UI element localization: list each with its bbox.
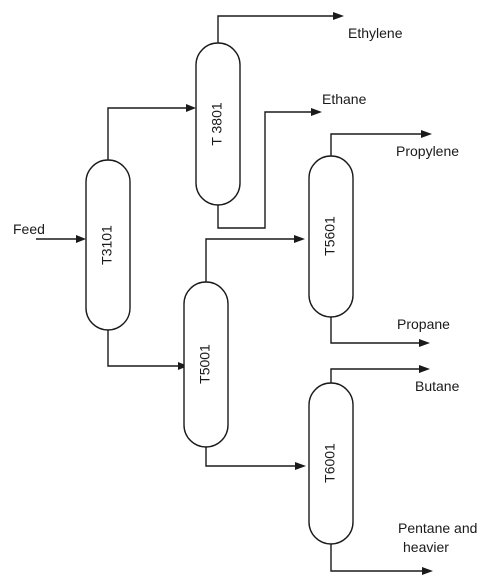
column-t3101: T3101 (85, 159, 131, 331)
propane-arrow (419, 339, 430, 347)
ethylene-arrow (333, 12, 344, 20)
t3101-overhead-arrow (186, 104, 196, 112)
feed-label: Feed (13, 221, 45, 237)
column-t3101-label: T3101 (99, 225, 115, 265)
propylene-arrow (421, 130, 432, 138)
butane-arrow (419, 365, 430, 373)
pentane-heavier-arrow (422, 567, 433, 575)
t5001-bottoms-arrow (295, 462, 306, 470)
column-t5601: T5601 (308, 155, 354, 318)
ethylene-line (217, 15, 334, 45)
column-t5001-label: T5001 (197, 344, 213, 384)
feed-arrow (76, 235, 86, 243)
butane-line (330, 368, 420, 385)
t3101-bottoms-line (107, 328, 179, 367)
column-t5601-label: T5601 (322, 216, 338, 256)
propane-line (330, 315, 420, 344)
propylene-line (330, 133, 422, 158)
pentane-heavier-line (330, 542, 423, 572)
t5001-overhead-line (205, 238, 295, 284)
ethane-arrow (311, 108, 322, 116)
column-t3801: T 3801 (195, 42, 241, 206)
t3101-overhead-line (107, 107, 187, 162)
t5001-bottoms-line (205, 445, 296, 467)
pentane-heavier-label-line2: heavier (403, 539, 449, 555)
column-t5001: T5001 (183, 281, 229, 448)
column-t3801-label: T 3801 (209, 102, 225, 146)
propane-label: Propane (397, 316, 450, 332)
column-t6001-label: T6001 (322, 443, 338, 483)
propylene-label: Propylene (396, 143, 459, 159)
ethane-label: Ethane (322, 91, 367, 107)
t5001-overhead-arrow (294, 235, 305, 243)
butane-label: Butane (415, 378, 460, 394)
ethylene-label: Ethylene (348, 25, 403, 41)
ethane-line (217, 111, 312, 229)
pentane-heavier-label-line1: Pentane and (398, 520, 477, 536)
column-t6001: T6001 (308, 382, 354, 545)
t3101-bottoms-arrow (178, 362, 188, 370)
